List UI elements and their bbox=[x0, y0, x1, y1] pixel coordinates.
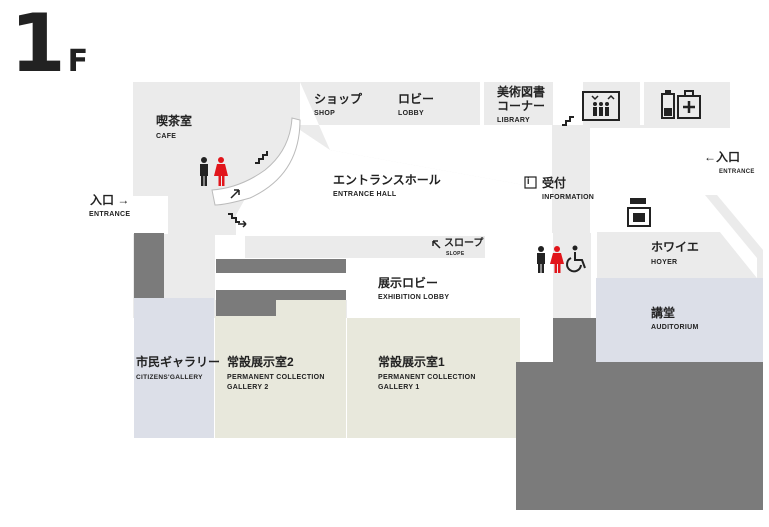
gallery2-label-en-1: PERMANENT COLLECTION bbox=[227, 374, 325, 381]
wheelchair-icon bbox=[566, 245, 586, 273]
citizens-gallery-area bbox=[134, 298, 214, 438]
first-aid-icon bbox=[677, 90, 701, 119]
library-label-2: コーナー bbox=[497, 99, 546, 113]
toilet-female-icon bbox=[550, 246, 564, 273]
stairs-icon bbox=[228, 116, 574, 223]
wall-west bbox=[134, 233, 164, 299]
wall-southeast bbox=[516, 362, 763, 510]
exhibition-lobby-label: 展示ロビー bbox=[378, 276, 439, 290]
info-icon-letter: i bbox=[527, 176, 530, 186]
entrance-hall-label-en: ENTRANCE HALL bbox=[333, 191, 397, 198]
cafe-area bbox=[133, 82, 300, 198]
information-label-en: INFORMATION bbox=[542, 194, 595, 201]
info-box-icon bbox=[524, 176, 537, 189]
gallery2-label: 常設展示室2 bbox=[227, 355, 294, 369]
floor-number: 1 bbox=[10, 0, 66, 90]
elevator-icon bbox=[582, 91, 620, 121]
auditorium-label-en: AUDITORIUM bbox=[651, 324, 699, 331]
coin-locker-icon bbox=[627, 198, 651, 227]
exhibition-lobby-label-en: EXHIBITION LOBBY bbox=[378, 294, 450, 301]
information-label: 受付 bbox=[542, 176, 567, 190]
library-label-1: 美術図書 bbox=[497, 85, 546, 99]
citizens-gallery-label-en: CITIZENS'GALLERY bbox=[136, 374, 203, 381]
west-entrance-label: 入口 → bbox=[90, 193, 129, 207]
hoyer-label-en: HOYER bbox=[651, 259, 678, 266]
gallery1-label-en-1: PERMANENT COLLECTION bbox=[378, 374, 476, 381]
slope-bar bbox=[245, 236, 485, 258]
gallery1-area bbox=[347, 318, 520, 438]
entrance-hall-upper bbox=[300, 82, 552, 190]
staircase bbox=[211, 117, 301, 206]
auditorium-area bbox=[596, 278, 763, 362]
locker-icon bbox=[661, 90, 675, 119]
gallery2-area bbox=[215, 300, 346, 438]
wall-mid-1 bbox=[216, 259, 346, 273]
shop-label-en: SHOP bbox=[314, 110, 336, 117]
toilet-female-icon bbox=[214, 157, 228, 186]
library-label-en: LIBRARY bbox=[497, 117, 530, 124]
cafe-label: 喫茶室 bbox=[156, 114, 193, 128]
gallery1-label-en-2: GALLERY 1 bbox=[378, 384, 420, 391]
citizens-gallery-label: 市民ギャラリー bbox=[136, 355, 221, 369]
auditorium-label: 講堂 bbox=[651, 306, 676, 320]
shop-label: ショップ bbox=[314, 92, 363, 106]
east-entrance-label-en: ENTRANCE bbox=[719, 169, 755, 175]
east-entrance-label: ←入口 bbox=[704, 150, 740, 164]
gallery2-label-en-2: GALLERY 2 bbox=[227, 384, 269, 391]
gallery1-label: 常設展示室1 bbox=[378, 355, 445, 369]
east-wall bbox=[705, 195, 763, 278]
arrow-left-icon: ← bbox=[704, 150, 716, 164]
toilet-male-icon bbox=[200, 157, 208, 186]
hoyer-area bbox=[597, 232, 757, 278]
entrance-hall-label: エントランスホール bbox=[333, 173, 441, 187]
slope-label: スロープ bbox=[444, 238, 484, 249]
slope-arrow-icon bbox=[432, 240, 441, 249]
slope-label-en: SLOPE bbox=[446, 251, 465, 257]
east-entrance-text: 入口 bbox=[716, 150, 741, 164]
lobby-label: ロビー bbox=[398, 92, 435, 106]
floor-suffix: F bbox=[67, 44, 89, 79]
lobby-label-en: LOBBY bbox=[398, 110, 424, 117]
west-entrance-text: 入口 bbox=[90, 193, 115, 207]
hoyer-label: ホワイエ bbox=[651, 240, 699, 254]
west-entrance-label-en: ENTRANCE bbox=[89, 211, 131, 218]
toilet-male-icon bbox=[537, 246, 545, 273]
arrow-right-icon: → bbox=[117, 193, 130, 207]
cafe-label-en: CAFE bbox=[156, 133, 177, 140]
